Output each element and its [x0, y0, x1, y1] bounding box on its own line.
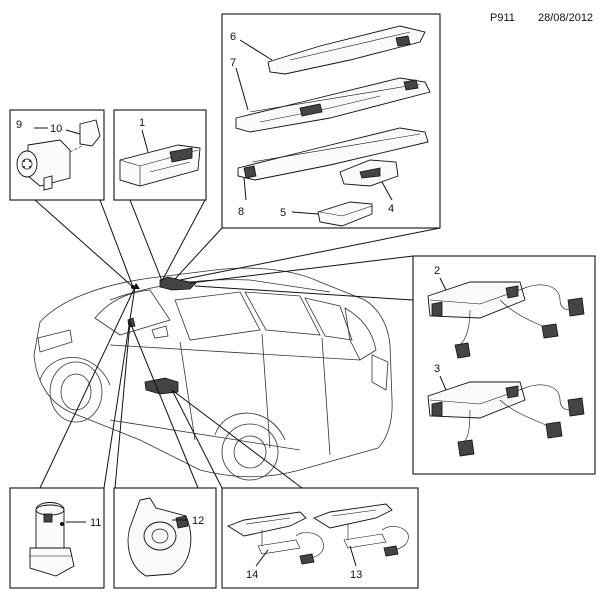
detail-box-13-14: 14 13 — [221, 487, 419, 589]
callout-7: 7 — [230, 57, 236, 69]
callout-10: 10 — [50, 123, 62, 135]
callout-1: 1 — [139, 117, 145, 129]
detail-box-12: 12 — [113, 487, 217, 589]
callout-5: 5 — [280, 207, 286, 219]
callout-6: 6 — [230, 31, 236, 43]
leader-lines — [34, 199, 441, 489]
detail-box-1: 1 — [113, 109, 207, 201]
callout-14: 14 — [246, 569, 258, 581]
callout-2: 2 — [434, 265, 440, 277]
diagram-date: 28/08/2012 — [538, 12, 594, 24]
detail-box-2-3: 2 3 — [412, 255, 596, 475]
callout-13: 13 — [350, 569, 362, 581]
vehicle-outline — [33, 267, 393, 481]
detail-box-11: 11 — [9, 487, 105, 589]
location-marker-roof-modules — [159, 276, 197, 291]
callout-3: 3 — [434, 363, 440, 375]
detail-box-4-8: 6 7 8 5 4 — [221, 13, 441, 229]
callout-9: 9 — [16, 119, 22, 131]
diagram-code: P911 — [490, 12, 515, 24]
callout-8: 8 — [238, 206, 244, 218]
callout-12: 12 — [192, 515, 204, 527]
callout-4: 4 — [388, 203, 394, 215]
location-marker-13-14 — [144, 377, 179, 395]
callout-11: 11 — [90, 517, 101, 529]
detail-box-9-10: 9 10 — [9, 109, 105, 201]
